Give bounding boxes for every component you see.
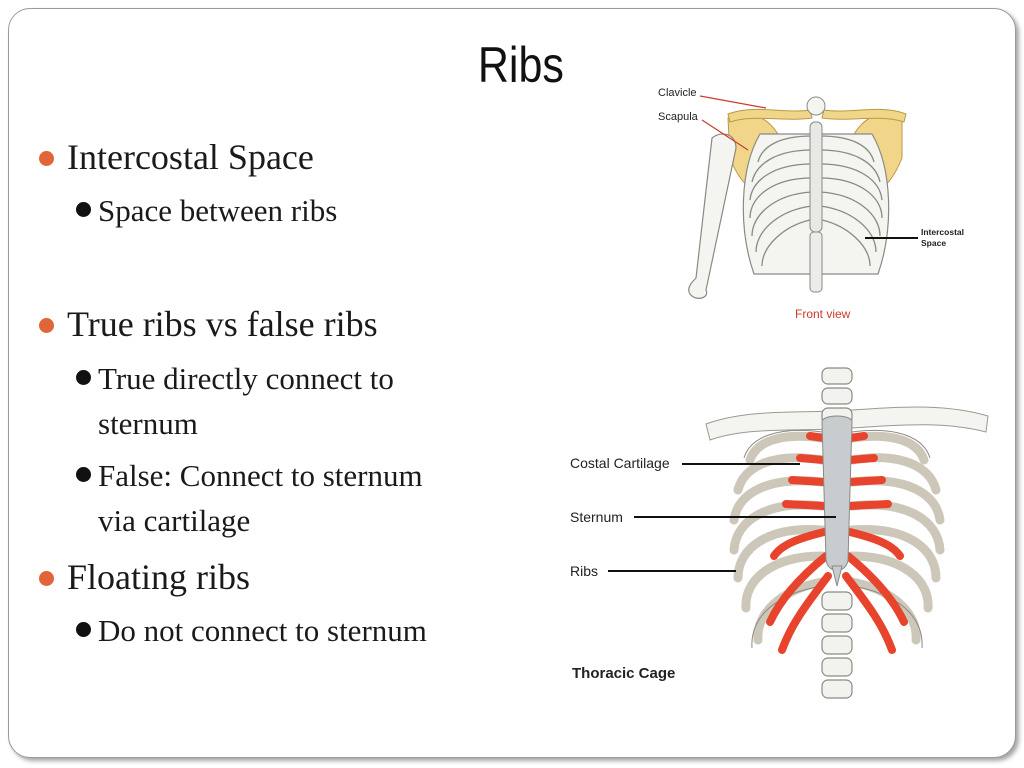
sternum-label: Sternum	[570, 509, 623, 525]
costal-cartilage	[766, 432, 908, 654]
sub-bullet-true-ribs-line2: sternum	[98, 406, 198, 441]
clavicle-right	[821, 108, 907, 123]
vertebra-top	[806, 96, 826, 116]
sub-bullet-true-ribs: True directly connect to sternum	[76, 356, 394, 446]
front-view-caption: Front view	[795, 307, 851, 321]
sub-bullet-space-between-ribs: Space between ribs	[75, 188, 337, 233]
ribs-group	[749, 135, 883, 267]
bullet-intercostal-space: Intercostal Space	[39, 137, 314, 177]
ribs-label: Ribs	[570, 563, 598, 579]
sternum-bone	[821, 415, 853, 571]
bullet-list: Intercostal Space Space between ribs Tru…	[38, 137, 427, 653]
sub-bullet-false-ribs-line2: via cartilage	[98, 503, 251, 538]
sternum-top	[809, 121, 823, 233]
humerus-bone	[688, 133, 737, 299]
spine-column	[821, 367, 853, 699]
clavicle-label: Clavicle	[658, 87, 697, 99]
front-view-skeleton-figure: Clavicle Scapula Intercostal Space Front…	[658, 87, 964, 321]
sub-bullet-do-not-connect: Do not connect to sternum	[76, 608, 427, 653]
bullet-true-vs-false-ribs: True ribs vs false ribs	[39, 304, 378, 344]
xiphoid-process	[831, 565, 843, 587]
sub-bullet-true-ribs-line1: True directly connect to	[98, 361, 394, 396]
clavicle-leader	[699, 95, 767, 109]
intercostal-label-line2: Space	[921, 238, 946, 248]
rib-outlines	[743, 429, 931, 649]
clavicle-left	[727, 108, 813, 123]
scapula-label: Scapula	[658, 111, 699, 123]
thoracic-cage-figure: Costal Cartilage Sternum Ribs Thoracic C…	[570, 367, 989, 699]
costal-cartilage-label: Costal Cartilage	[570, 455, 670, 471]
scapula-leader	[701, 119, 749, 151]
bullet-floating-ribs: Floating ribs	[38, 557, 251, 597]
slide-title: Ribs	[477, 37, 564, 93]
thoracic-cage-caption: Thoracic Cage	[572, 665, 675, 682]
sub-bullet-false-ribs: False: Connect to sternum via cartilage	[76, 453, 423, 543]
sub-bullet-false-ribs-line1: False: Connect to sternum	[98, 458, 423, 493]
spine-lower	[809, 231, 823, 293]
intercostal-label-line1: Intercostal	[921, 227, 964, 237]
